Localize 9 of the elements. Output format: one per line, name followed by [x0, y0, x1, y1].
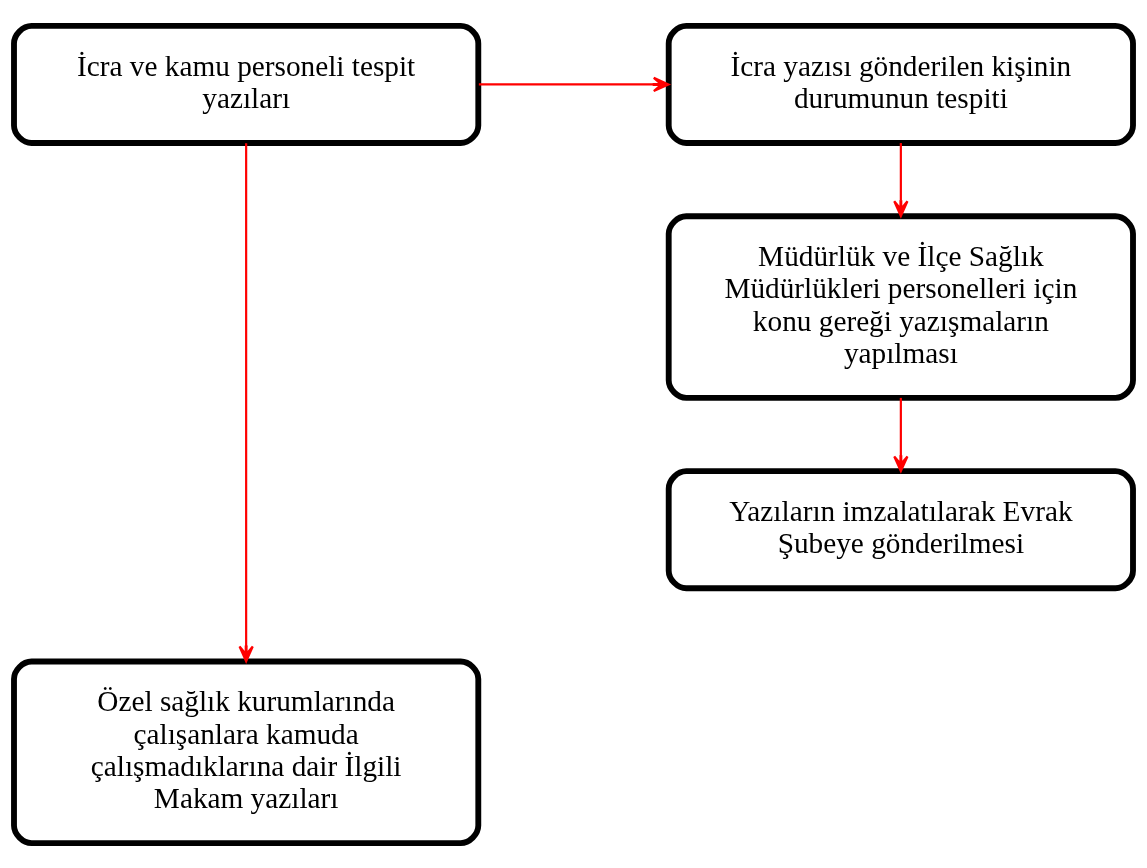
arrow: [238, 142, 254, 662]
node-box: Yazıların imzalatılarak Evrak Şubeye gönderilmesi: [665, 467, 1136, 591]
arrow: [893, 397, 909, 472]
node-box: Müdürlük ve İlçe Sağlık Müdürlükleri personelleri için konu gereği yazışmaların yapılması: [665, 212, 1136, 401]
node-box: Özel sağlık kurumlarında çalışanlara kamuda çalışmadıklarına dair İlgili Makam yazıları: [11, 658, 482, 846]
arrow: [478, 76, 670, 92]
node-box: İcra ve kamu personeli tespit yazıları: [11, 22, 482, 146]
node-box: İcra yazısı gönderilen kişinin durumunun tespiti: [665, 22, 1136, 146]
arrow: [893, 142, 909, 217]
